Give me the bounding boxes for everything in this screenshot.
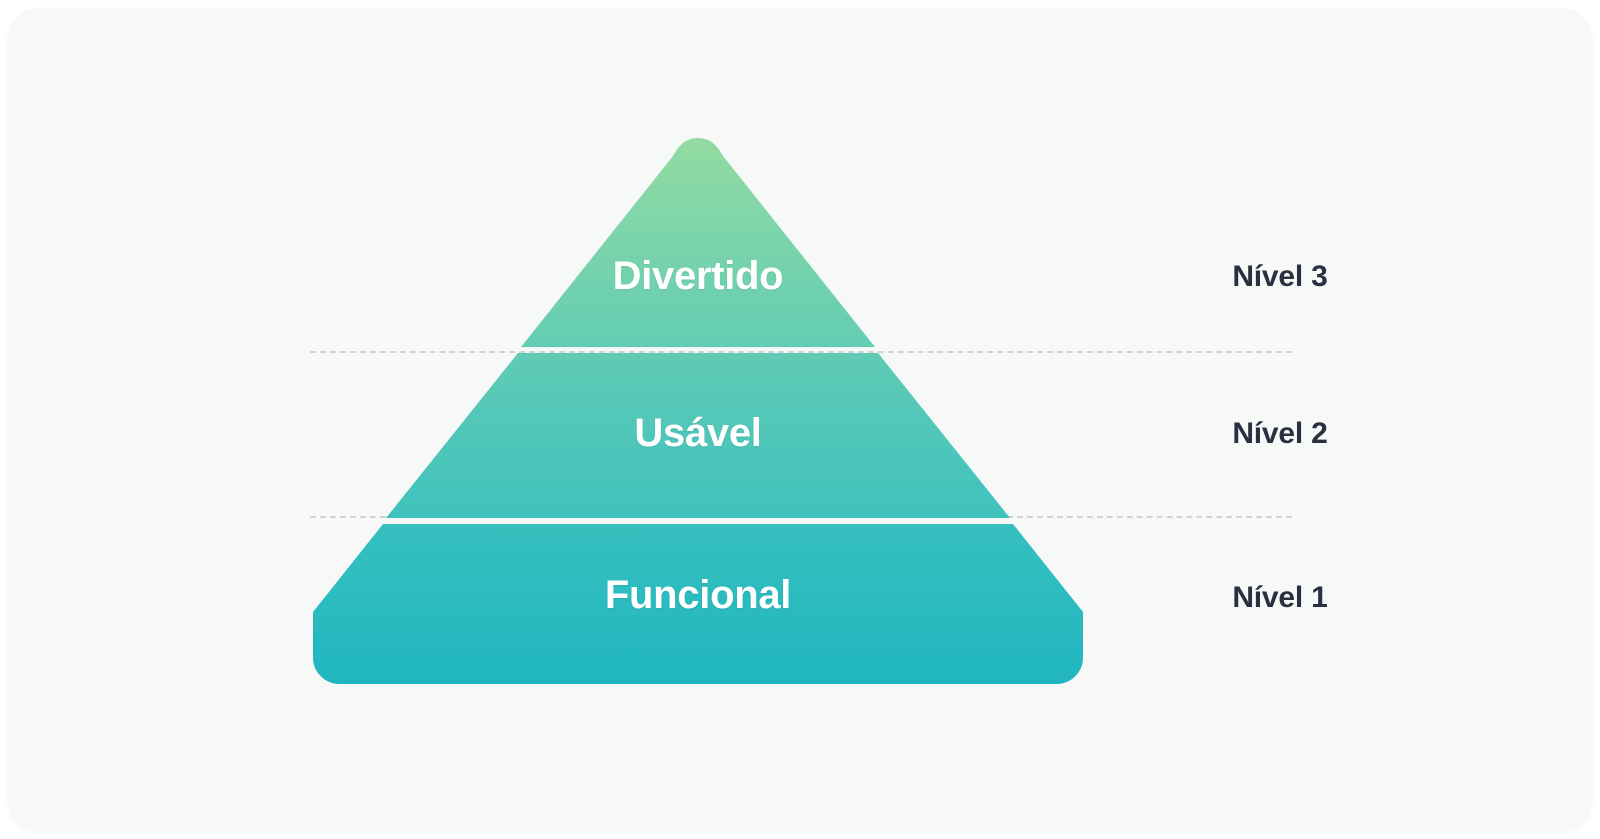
level-caption-1: Nível 1 <box>1232 581 1328 614</box>
pyramid-band-level3 <box>521 138 875 347</box>
level-caption-3: Nível 3 <box>1232 260 1328 293</box>
pyramid-band-level2 <box>386 353 1010 518</box>
pyramid-stage: Divertido Usável Funcional Nível 3 Nível… <box>8 8 1592 831</box>
pyramid-graphic: Divertido Usável Funcional <box>305 130 1091 686</box>
pyramid-svg <box>313 138 1083 684</box>
level-caption-2: Nível 2 <box>1232 417 1328 450</box>
pyramid-band-level1 <box>313 524 1083 684</box>
divider-level3-level2 <box>310 351 1292 353</box>
diagram-card: Divertido Usável Funcional Nível 3 Nível… <box>8 8 1592 831</box>
